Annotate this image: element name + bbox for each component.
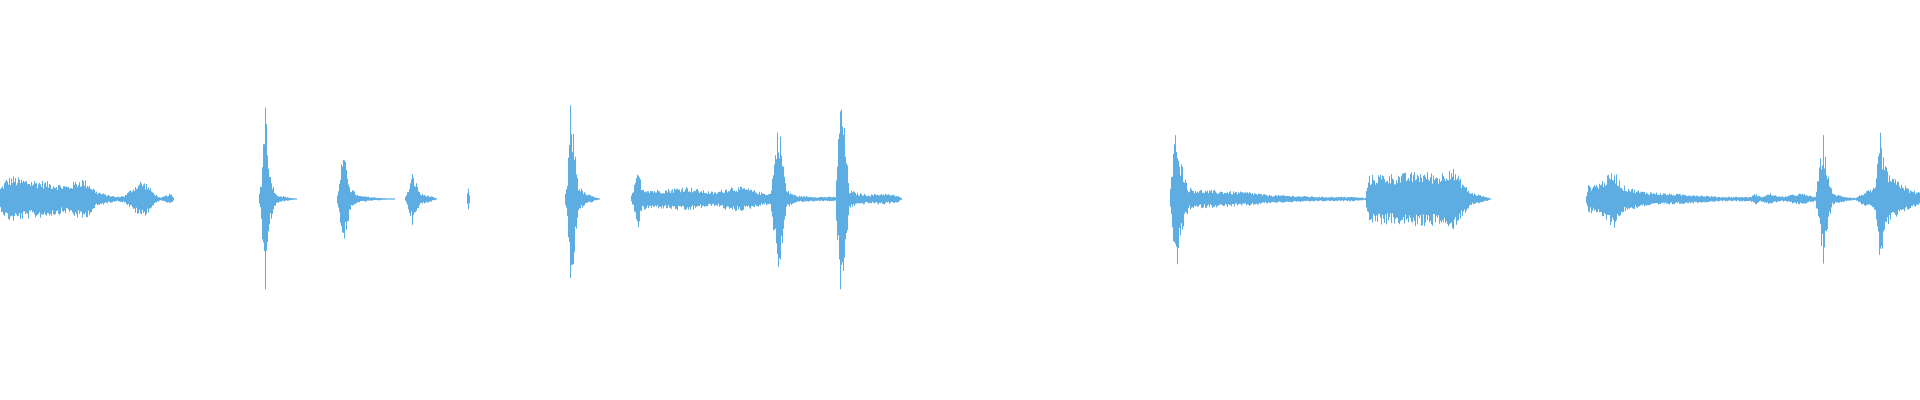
waveform-bars	[0, 105, 1920, 290]
